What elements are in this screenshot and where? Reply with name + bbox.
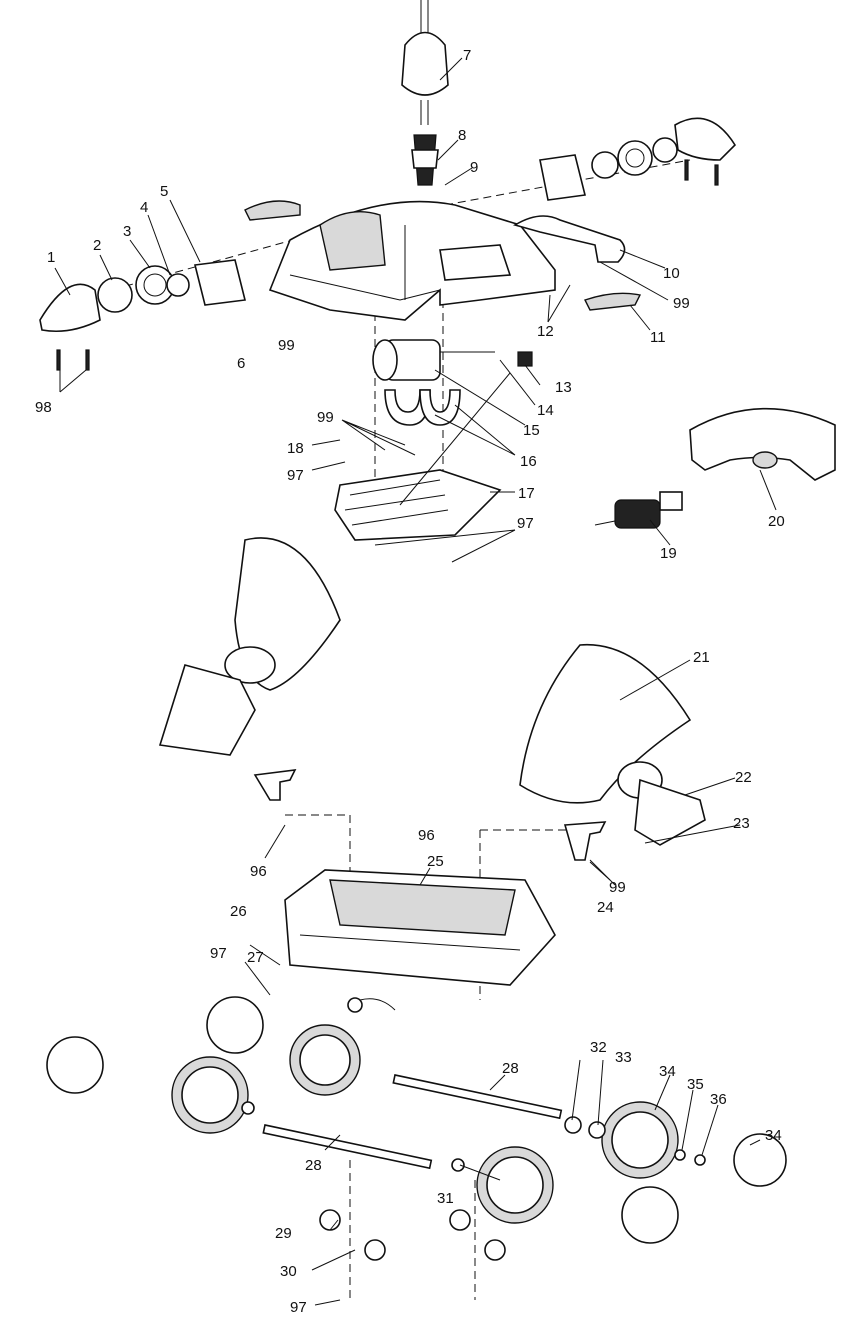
callout-17: 17 xyxy=(518,485,535,502)
callout-99d: 99 xyxy=(609,879,626,896)
right-intake-parts xyxy=(539,117,737,201)
callout-12: 12 xyxy=(537,323,554,340)
callout-27: 27 xyxy=(247,949,264,966)
callout-13: 13 xyxy=(555,379,572,396)
motor-assembly xyxy=(334,339,533,541)
callout-10: 10 xyxy=(663,265,680,282)
callout-98: 98 xyxy=(35,399,52,416)
callout-22: 22 xyxy=(735,769,752,786)
callout-16: 16 xyxy=(520,453,537,470)
callout-25: 25 xyxy=(427,853,444,870)
callout-1: 1 xyxy=(47,249,55,266)
callout-36: 36 xyxy=(710,1091,727,1108)
callout-34b: 34 xyxy=(765,1127,782,1144)
callout-31: 31 xyxy=(437,1190,454,1207)
callout-9: 9 xyxy=(470,159,478,176)
leader-lines xyxy=(54,57,777,1306)
callout-26: 26 xyxy=(230,903,247,920)
callout-7: 7 xyxy=(463,47,471,64)
callout-23: 23 xyxy=(733,815,750,832)
filter-bags xyxy=(158,537,706,846)
callout-19: 19 xyxy=(660,545,677,562)
handle xyxy=(244,200,642,311)
chassis xyxy=(253,769,607,1013)
callout-15: 15 xyxy=(523,422,540,439)
callout-28b: 28 xyxy=(305,1157,322,1174)
callout-21: 21 xyxy=(693,649,710,666)
callout-14: 14 xyxy=(537,402,554,419)
top-hood xyxy=(268,200,556,321)
callout-8: 8 xyxy=(458,127,466,144)
callout-32: 32 xyxy=(590,1039,607,1056)
callout-99b: 99 xyxy=(673,295,690,312)
callout-33: 33 xyxy=(615,1049,632,1066)
drive-train xyxy=(46,996,787,1261)
callout-97a: 97 xyxy=(287,467,304,484)
callouts: 1 2 3 4 5 6 7 8 9 10 11 12 13 14 15 16 1… xyxy=(35,47,785,1316)
callout-4: 4 xyxy=(140,199,148,216)
callout-99a: 99 xyxy=(278,337,295,354)
callout-97b: 97 xyxy=(517,515,534,532)
callout-11: 11 xyxy=(650,329,666,346)
callout-3: 3 xyxy=(123,223,131,240)
callout-96a: 96 xyxy=(250,863,267,880)
cable-float xyxy=(401,31,449,96)
callout-97d: 97 xyxy=(290,1299,307,1316)
callout-24: 24 xyxy=(597,899,614,916)
callout-28a: 28 xyxy=(502,1060,519,1077)
power-cable-assembly xyxy=(401,0,449,186)
callout-99c: 99 xyxy=(317,409,334,426)
callout-18: 18 xyxy=(287,440,304,457)
callout-30: 30 xyxy=(280,1263,297,1280)
callout-6: 6 xyxy=(237,355,245,372)
callout-35: 35 xyxy=(687,1076,704,1093)
callout-96b: 96 xyxy=(418,827,435,844)
callout-2: 2 xyxy=(93,237,101,254)
callout-20: 20 xyxy=(768,513,785,530)
callout-29: 29 xyxy=(275,1225,292,1242)
callout-5: 5 xyxy=(160,183,168,200)
callout-34a: 34 xyxy=(659,1063,676,1080)
callout-97c: 97 xyxy=(210,945,227,962)
left-intake-parts xyxy=(39,259,246,371)
pump-motor-and-cover xyxy=(594,407,836,529)
